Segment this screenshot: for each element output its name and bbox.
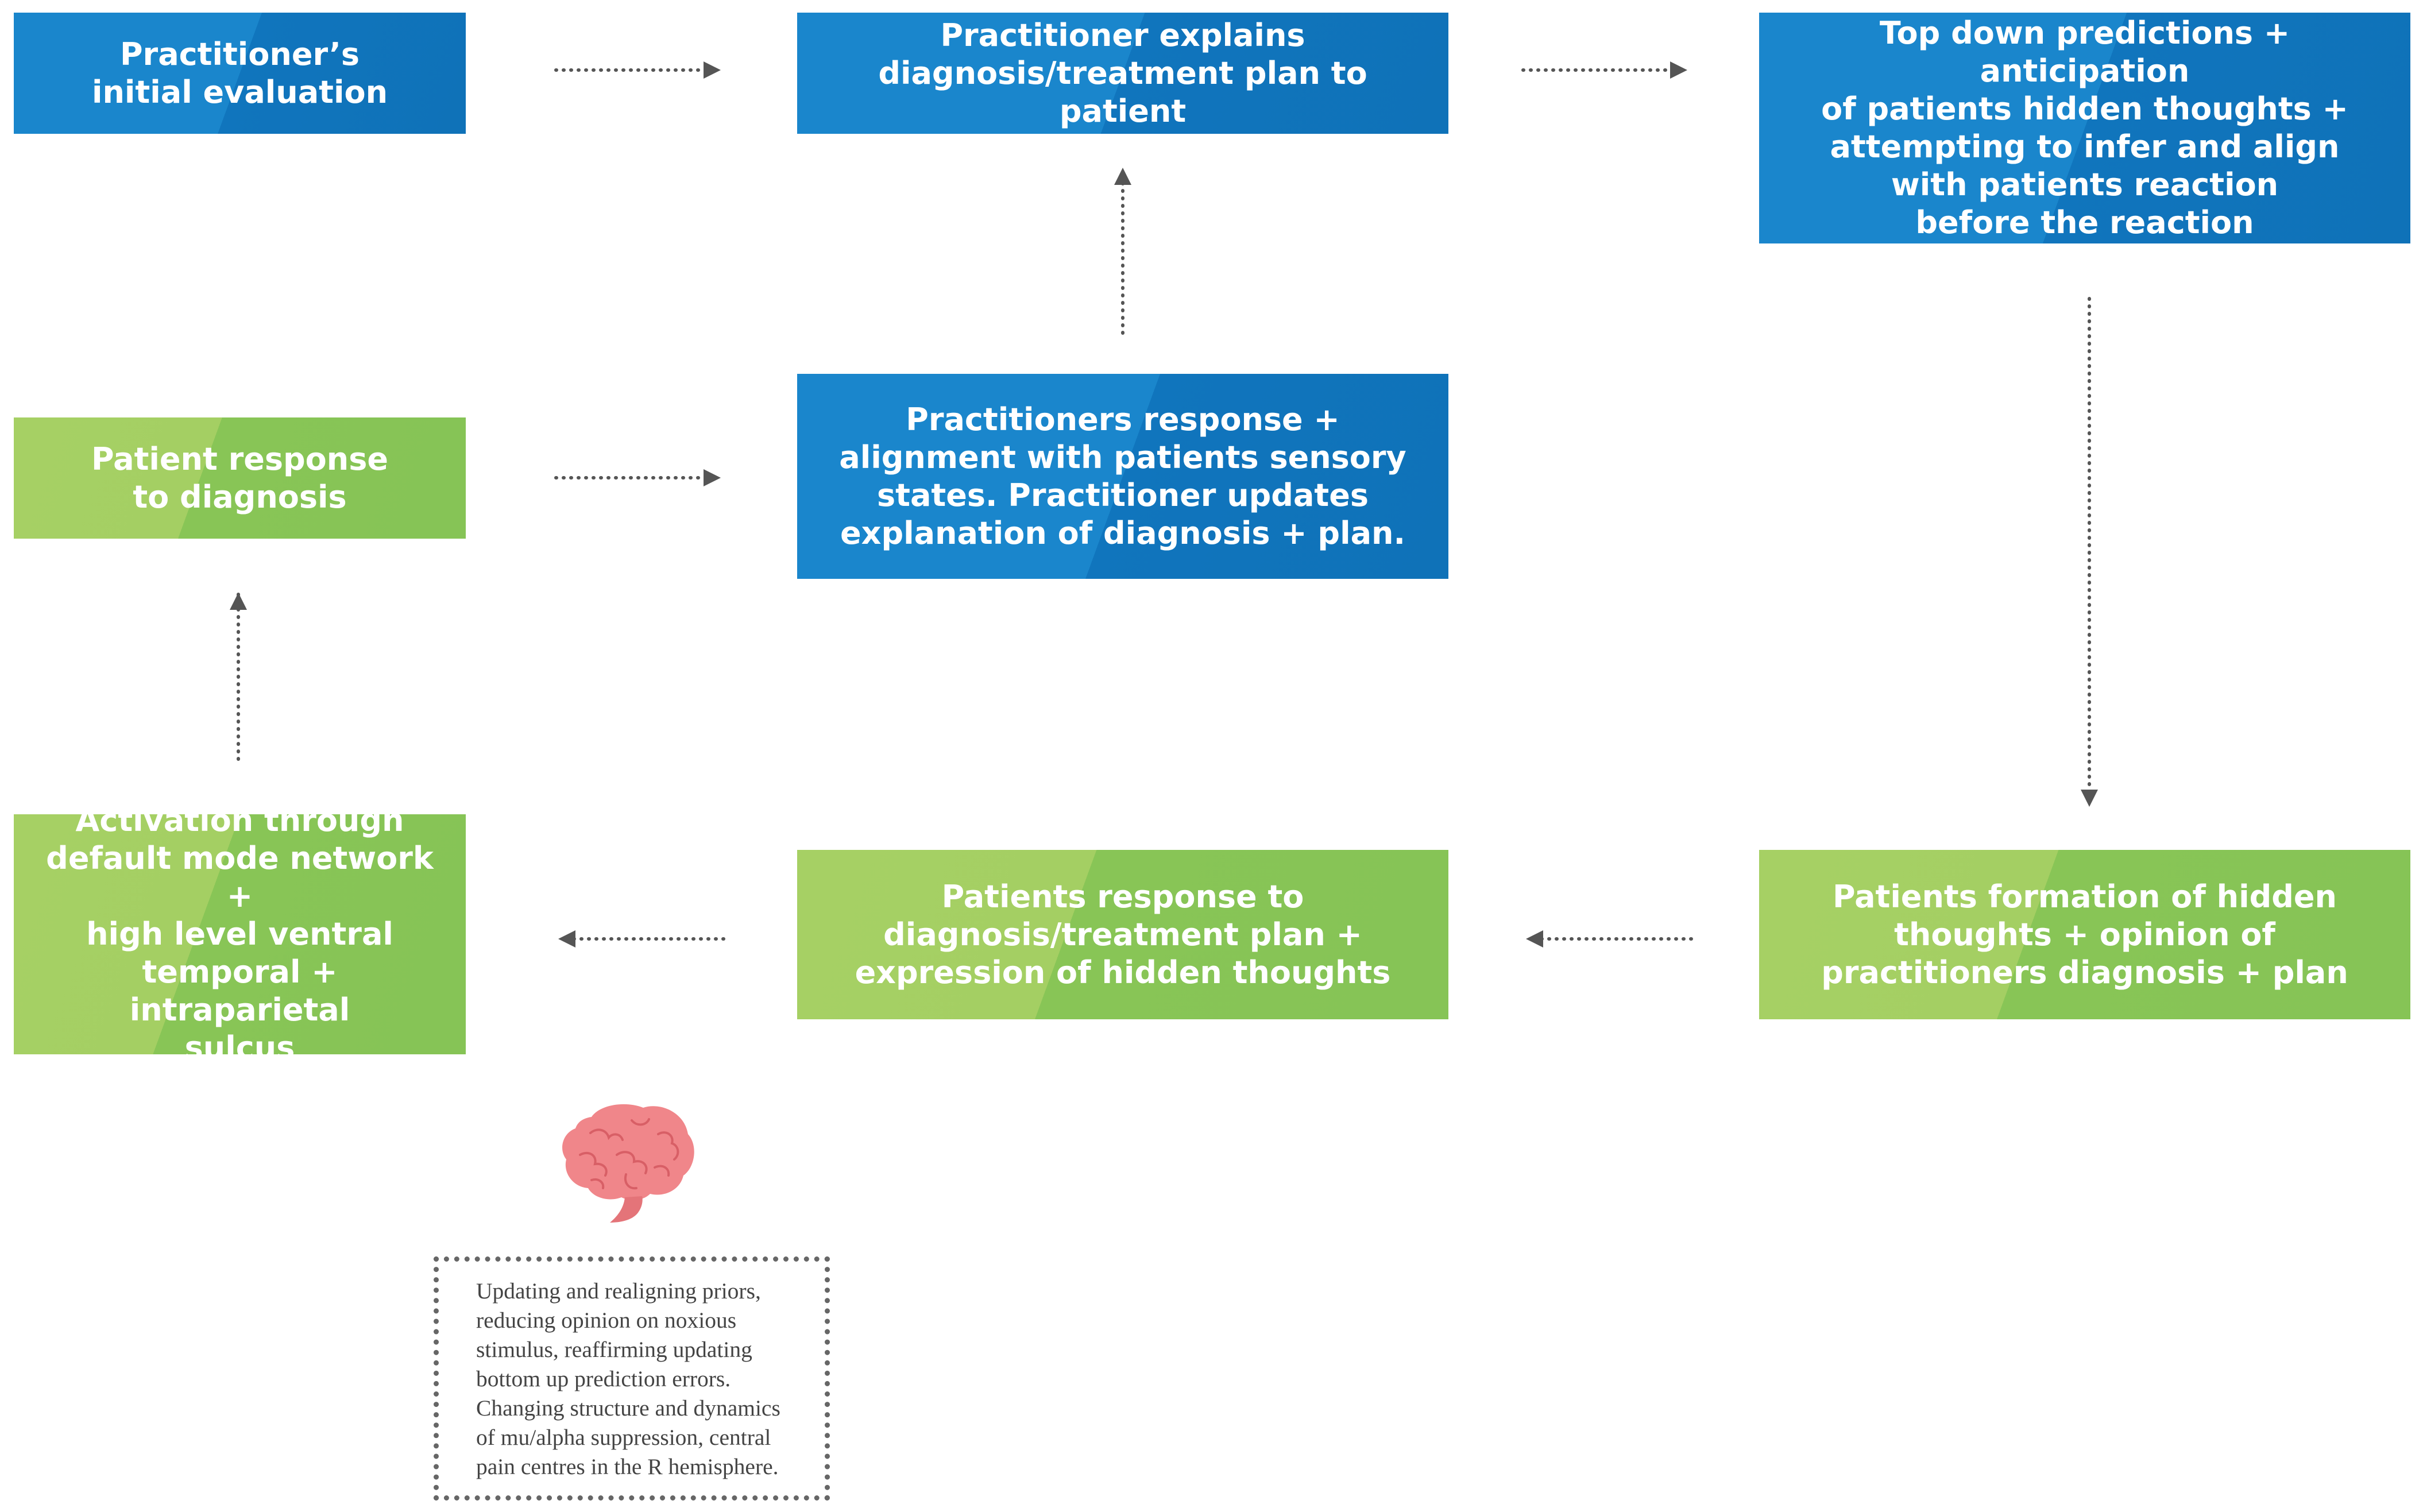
box-patient-response-to-diagnosis: Patient response to diagnosis: [14, 417, 466, 539]
box-practitioner-response-alignment: Practitioners response + alignment with …: [797, 374, 1448, 579]
brain-icon: [562, 1104, 694, 1223]
box-patients-hidden-thoughts-formation: Patients formation of hidden thoughts + …: [1759, 850, 2410, 1019]
box-practitioner-explains-plan: Practitioner explains diagnosis/treatmen…: [797, 13, 1448, 134]
box-activation-default-mode-network: Activation through default mode network …: [14, 802, 466, 1066]
box-top-down-predictions: Top down predictions + anticipation of p…: [1759, 13, 2410, 243]
box-practitioner-initial-evaluation: Practitioner’s initial evaluation: [14, 13, 466, 134]
box-patients-response-expression: Patients response to diagnosis/treatment…: [797, 850, 1448, 1019]
priors-update-note: Updating and realigning priors, reducing…: [434, 1256, 830, 1501]
